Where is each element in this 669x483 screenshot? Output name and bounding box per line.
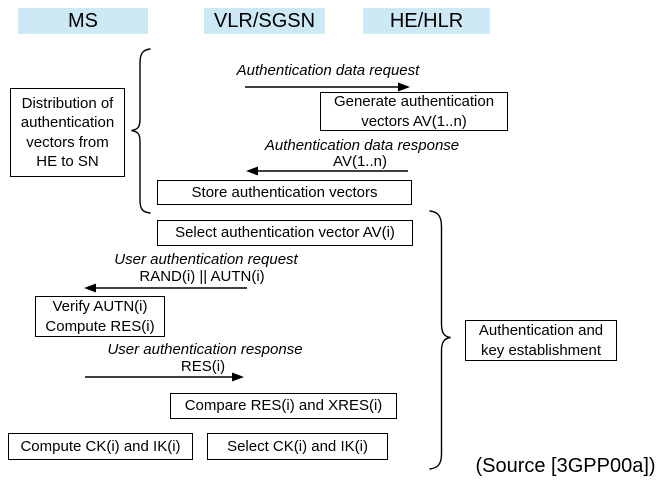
box-compare-res-xres: Compare RES(i) and XRES(i)	[170, 393, 397, 419]
actor-header-he-hlr: HE/HLR	[363, 8, 490, 34]
message-sublabel-rand-autn: RAND(i) || AUTN(i)	[139, 268, 265, 285]
box-store-authentication-vectors: Store authentication vectors	[157, 180, 412, 205]
box-verify-autn-compute-res: Verify AUTN(i) Compute RES(i)	[35, 296, 165, 337]
box-compute-ck-ik: Compute CK(i) and IK(i)	[8, 433, 193, 460]
message-label-authentication-data-request: Authentication data request	[236, 62, 420, 79]
message-label-user-authentication-response: User authentication response	[107, 341, 303, 358]
annotation-authentication-key-establishment: Authentication and key establishment	[465, 320, 617, 361]
actor-header-ms: MS	[18, 8, 148, 34]
arrow-authentication-data-response	[246, 166, 408, 176]
arrow-authentication-data-request	[245, 82, 410, 92]
box-select-authentication-vector: Select authentication vector AV(i)	[157, 220, 413, 246]
arrow-user-authentication-request	[84, 283, 247, 293]
brace-distribution-phase	[131, 48, 151, 214]
actor-header-vlr-sgsn: VLR/SGSN	[204, 8, 325, 34]
box-select-ck-ik: Select CK(i) and IK(i)	[207, 433, 388, 460]
message-label-user-authentication-request: User authentication request	[114, 251, 298, 268]
arrow-user-authentication-response	[85, 372, 244, 382]
message-label-authentication-data-response: Authentication data response	[264, 137, 460, 154]
message-sublabel-av-1-n: AV(1..n)	[333, 153, 387, 170]
box-generate-authentication-vectors: Generate authentication vectors AV(1..n)	[320, 92, 508, 131]
annotation-distribution-of-vectors: Distribution of authentication vectors f…	[10, 88, 125, 177]
source-citation: (Source [3GPP00a])	[475, 455, 656, 477]
message-sublabel-res: RES(i)	[180, 358, 226, 375]
brace-authentication-phase	[429, 210, 451, 470]
